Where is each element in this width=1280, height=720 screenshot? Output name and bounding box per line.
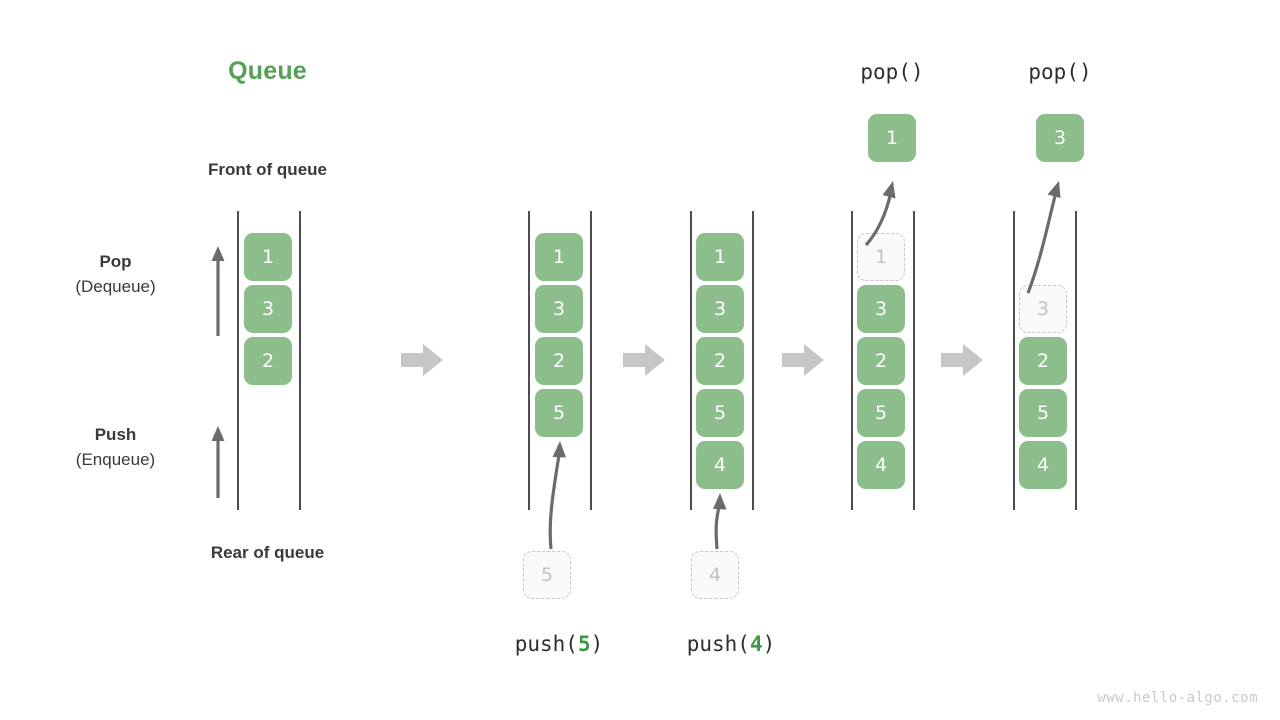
queue-rail-left-stage2 [528, 211, 530, 510]
incoming-ghost-cell: 4 [691, 551, 739, 599]
flow-arrow-icon [623, 344, 665, 376]
queue-cell: 1 [244, 233, 292, 281]
queue-rail-right-stage3 [752, 211, 754, 510]
queue-cell: 3 [857, 285, 905, 333]
queue-cell: 5 [535, 389, 583, 437]
queue-cell: 4 [857, 441, 905, 489]
push-direction-arrow [211, 426, 225, 498]
pop-3-motion-arrow [1026, 181, 1061, 294]
queue-cell: 4 [1019, 441, 1067, 489]
queue-rail-right-stage4 [913, 211, 915, 510]
watermark: www.hello-algo.com [1097, 690, 1258, 706]
pop-2-caption: pop() [1028, 60, 1092, 84]
queue-cell-ghost: 1 [857, 233, 905, 281]
page-title: Queue [228, 57, 307, 85]
queue-cell: 1 [535, 233, 583, 281]
queue-cell: 2 [244, 337, 292, 385]
push-label: Push (Enqueue) [28, 423, 203, 473]
push-4-caption-arg: 4 [749, 632, 763, 656]
push-5-caption: push(5) [489, 632, 629, 656]
queue-cell: 4 [696, 441, 744, 489]
flow-arrow-icon [401, 344, 443, 376]
queue-cell: 1 [696, 233, 744, 281]
pop-label-main: Pop [99, 252, 132, 271]
queue-cell: 5 [696, 389, 744, 437]
queue-rail-left-stage3 [690, 211, 692, 510]
queue-rail-right-stage5 [1075, 211, 1077, 510]
popped-cell: 3 [1036, 114, 1084, 162]
pop-label: Pop (Dequeue) [28, 250, 203, 300]
push-5-caption-arg: 5 [577, 632, 591, 656]
queue-cell-ghost: 3 [1019, 285, 1067, 333]
queue-cell: 3 [244, 285, 292, 333]
incoming-ghost-cell: 5 [523, 551, 571, 599]
pop-direction-arrow [211, 246, 225, 336]
push-5-caption-prefix: push( [514, 632, 578, 656]
queue-cell: 2 [857, 337, 905, 385]
push-label-sub: (Enqueue) [75, 450, 156, 469]
queue-rail-left-stage5 [1013, 211, 1015, 510]
queue-rail-right-stage2 [590, 211, 592, 510]
front-of-queue-label: Front of queue [208, 160, 327, 179]
queue-rail-left-stage1 [237, 211, 239, 510]
push-4-caption-suffix: ) [762, 632, 776, 656]
queue-cell: 3 [535, 285, 583, 333]
push-label-main: Push [94, 425, 137, 444]
push-4-motion-arrow [713, 493, 727, 550]
queue-cell: 2 [696, 337, 744, 385]
queue-cell: 5 [857, 389, 905, 437]
flow-arrow-icon [782, 344, 824, 376]
rear-of-queue-label: Rear of queue [210, 543, 325, 562]
queue-cell: 2 [535, 337, 583, 385]
pop-label-sub: (Dequeue) [75, 277, 156, 296]
flow-arrow-icon [941, 344, 983, 376]
queue-cell: 3 [696, 285, 744, 333]
popped-cell: 1 [868, 114, 916, 162]
push-5-motion-arrow [548, 441, 566, 550]
queue-rail-left-stage4 [851, 211, 853, 510]
push-4-caption-prefix: push( [686, 632, 750, 656]
queue-cell: 2 [1019, 337, 1067, 385]
push-5-caption-suffix: ) [590, 632, 604, 656]
queue-cell: 5 [1019, 389, 1067, 437]
push-4-caption: push(4) [661, 632, 801, 656]
pop-1-caption: pop() [860, 60, 924, 84]
queue-rail-right-stage1 [299, 211, 301, 510]
